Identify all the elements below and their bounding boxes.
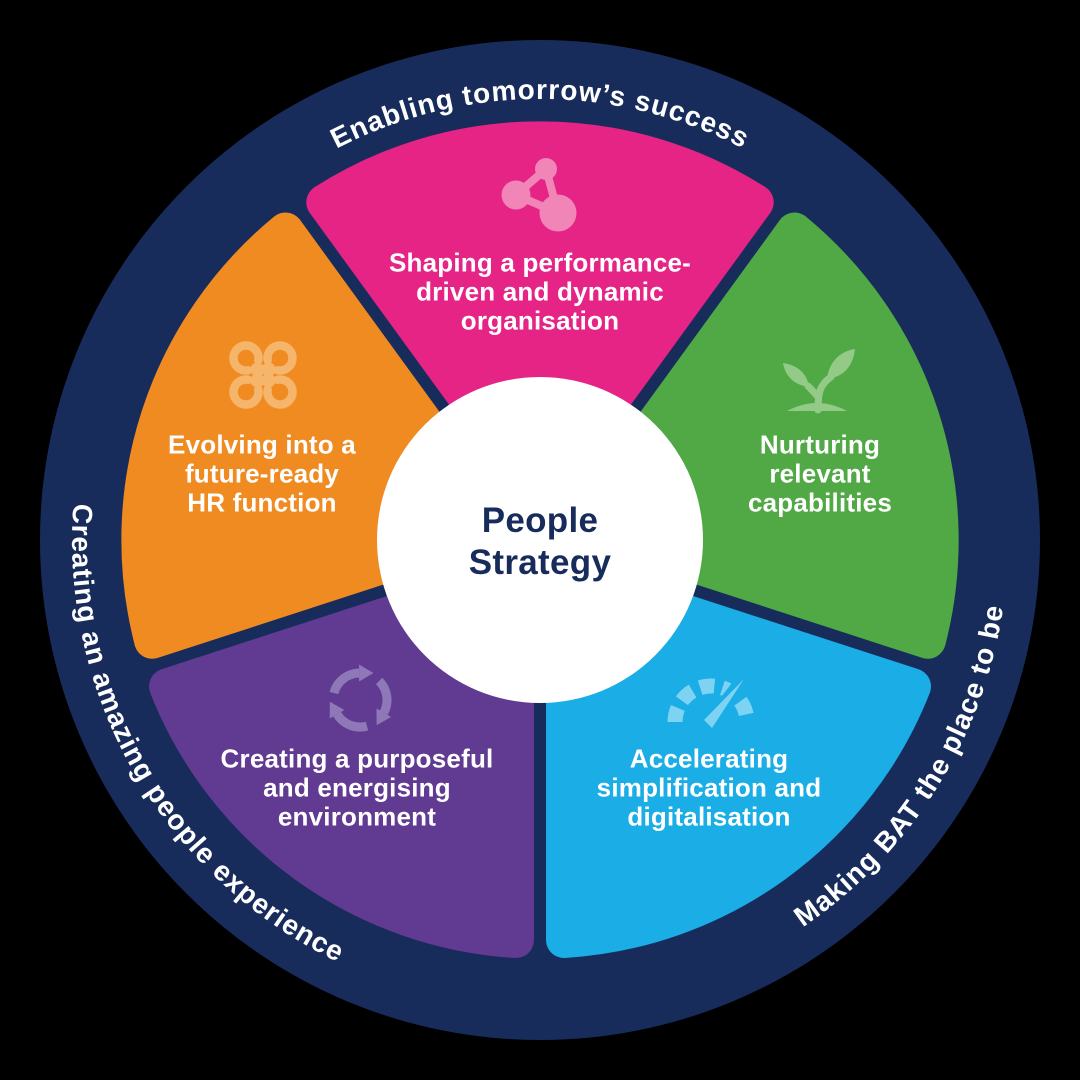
segment-label-line: simplification and: [596, 772, 822, 803]
segment-label-nurturing: Nurturing relevant capabilities: [610, 429, 1030, 518]
segment-label-line: HR function: [187, 487, 337, 518]
segment-label-line: environment: [277, 801, 437, 832]
segment-label-accelerating: Accelerating simplification and digitali…: [499, 743, 919, 832]
segment-label-line: capabilities: [747, 487, 893, 518]
segment-label-line: Shaping a performance-: [388, 247, 692, 278]
network-icon: [501, 158, 577, 232]
segment-label-line: Evolving into a: [168, 429, 356, 460]
segment-label-line: future-ready: [184, 458, 340, 489]
center-title-line1: People: [481, 501, 599, 540]
segment-label-line: digitalisation: [627, 801, 791, 832]
segment-label-shaping: Shaping a performance- driven and dynami…: [330, 247, 750, 336]
segment-label-line: organisation: [460, 305, 620, 336]
center-circle: [377, 377, 703, 703]
knot-icon: [229, 341, 297, 409]
segment-label-line: driven and dynamic: [416, 276, 664, 307]
wedge-accelerating: [546, 555, 931, 958]
segment-label-line: relevant: [769, 458, 871, 489]
sprout-icon: [783, 349, 855, 414]
gauge-icon: [667, 675, 755, 729]
segment-label-line: Creating a purposeful: [220, 743, 494, 774]
segment-label-line: Nurturing: [759, 429, 881, 460]
segment-label-evolving: Evolving into a future-ready HR function: [52, 429, 472, 518]
wedge-creating: [149, 555, 534, 958]
wedge-shaping: [306, 121, 774, 518]
segment-label-line: and energising: [263, 772, 451, 803]
cycle-icon: [329, 664, 392, 732]
segment-label-line: Accelerating: [629, 743, 789, 774]
center-title-line2: Strategy: [468, 543, 612, 582]
segment-label-creating: Creating a purposeful and energising env…: [147, 743, 567, 832]
center-title: People Strategy: [469, 500, 611, 584]
